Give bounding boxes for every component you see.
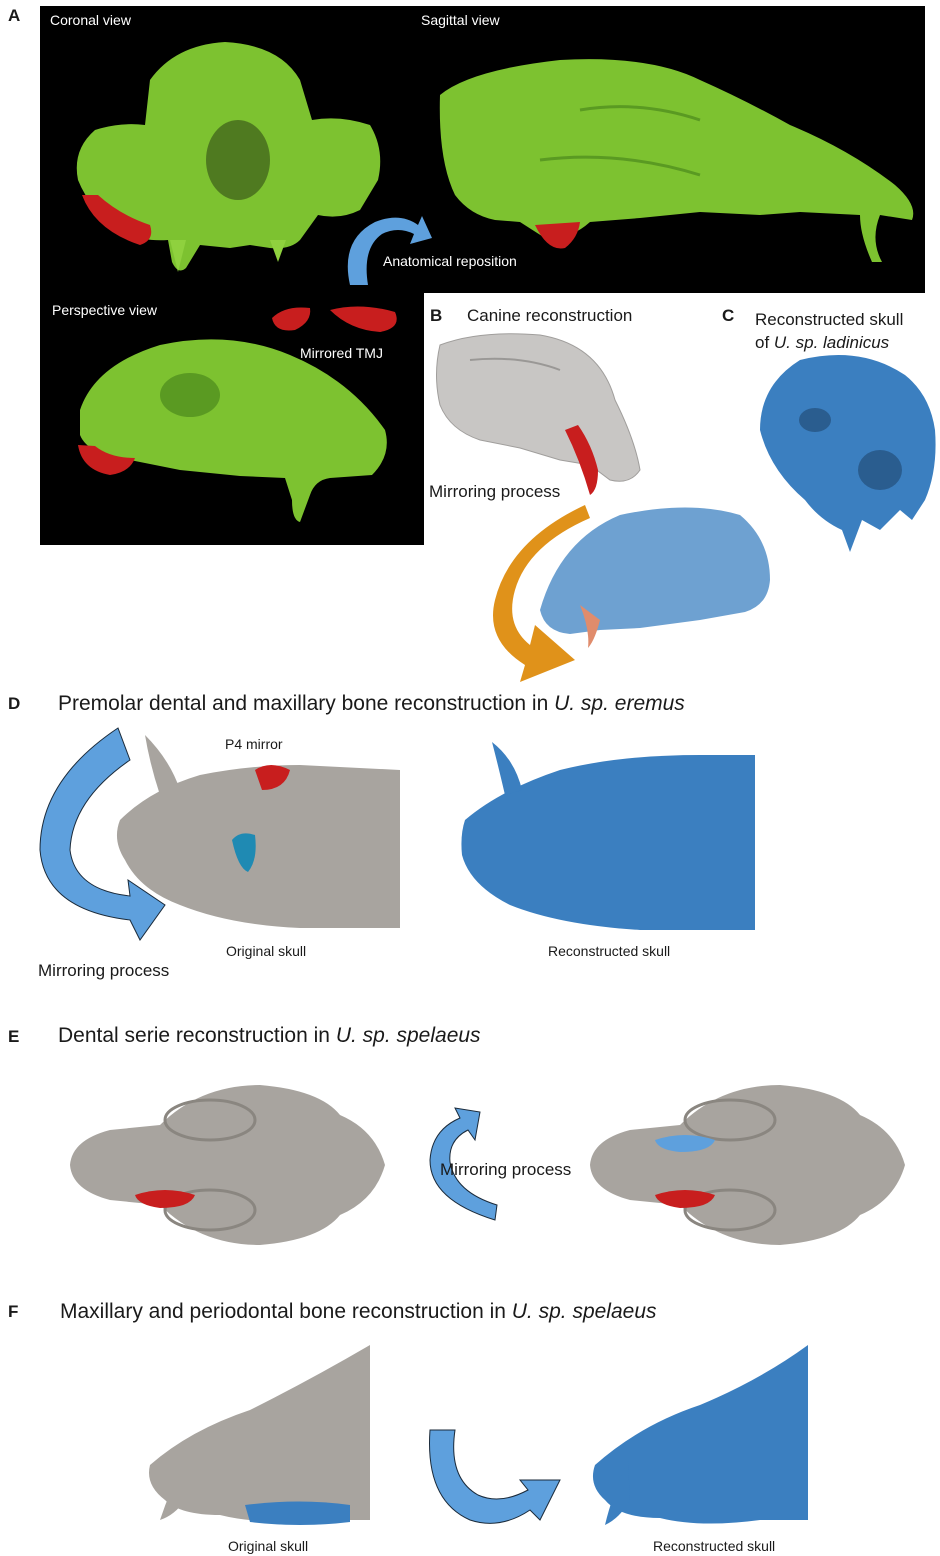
panel-e-reconstructed-skull bbox=[590, 1085, 905, 1245]
panel-d-mirroring-process-label: Mirroring process bbox=[38, 961, 169, 981]
panel-d-reconstructed-skull bbox=[461, 742, 755, 930]
reposition-arrow bbox=[348, 216, 432, 285]
panel-e-letter: E bbox=[8, 1027, 19, 1047]
panel-f-original-skull bbox=[149, 1345, 370, 1525]
panel-e-original-skull bbox=[70, 1085, 385, 1245]
panel-d-original-skull bbox=[117, 735, 400, 928]
panel-c-title-line1: Reconstructed skull bbox=[755, 310, 903, 330]
panel-e-title-species: U. sp. spelaeus bbox=[336, 1024, 481, 1047]
panel-b-letter: B bbox=[430, 306, 442, 326]
panel-d-title: Premolar dental and maxillary bone recon… bbox=[58, 692, 685, 716]
panel-d-title-prefix: Premolar dental and maxillary bone recon… bbox=[58, 692, 554, 715]
panel-f-title: Maxillary and periodontal bone reconstru… bbox=[60, 1300, 657, 1324]
sagittal-skull bbox=[440, 59, 913, 262]
panel-c-letter: C bbox=[722, 306, 734, 326]
mirrored-tmj-pieces bbox=[272, 306, 397, 332]
panel-f-original-label: Original skull bbox=[228, 1538, 308, 1554]
panel-c-reconstructed-skull bbox=[760, 355, 936, 552]
coronal-skull bbox=[77, 42, 380, 272]
panel-f-title-prefix: Maxillary and periodontal bone reconstru… bbox=[60, 1300, 512, 1323]
panel-c-title-line2: of U. sp. ladinicus bbox=[755, 333, 889, 353]
panel-d-original-label: Original skull bbox=[226, 943, 306, 959]
perspective-skull bbox=[78, 339, 387, 522]
panel-e-title: Dental serie reconstruction in U. sp. sp… bbox=[58, 1024, 481, 1048]
panel-f-arrow bbox=[430, 1430, 561, 1523]
panel-e-title-prefix: Dental serie reconstruction in bbox=[58, 1024, 336, 1047]
panel-f-reconstructed-label: Reconstructed skull bbox=[653, 1538, 775, 1554]
panel-f-reconstructed-skull bbox=[593, 1345, 808, 1525]
panel-b-blue-skull bbox=[540, 508, 770, 649]
panel-d-reconstructed-label: Reconstructed skull bbox=[548, 943, 670, 959]
panel-d-title-species: U. sp. eremus bbox=[554, 692, 685, 715]
panel-b-mirroring-process-label: Mirroring process bbox=[429, 482, 560, 502]
panel-c-title-prefix: of bbox=[755, 333, 774, 352]
panel-c-title-species: U. sp. ladinicus bbox=[774, 333, 889, 352]
panel-f-letter: F bbox=[8, 1302, 18, 1322]
panel-f-title-species: U. sp. spelaeus bbox=[512, 1300, 657, 1323]
canine-reconstruction-title: Canine reconstruction bbox=[467, 306, 632, 326]
panel-e-mirroring-process-label: Mirroring process bbox=[440, 1160, 571, 1180]
p4-mirror-label: P4 mirror bbox=[225, 736, 283, 752]
panel-d-letter: D bbox=[8, 694, 20, 714]
panel-b-gray-skull bbox=[437, 334, 641, 495]
